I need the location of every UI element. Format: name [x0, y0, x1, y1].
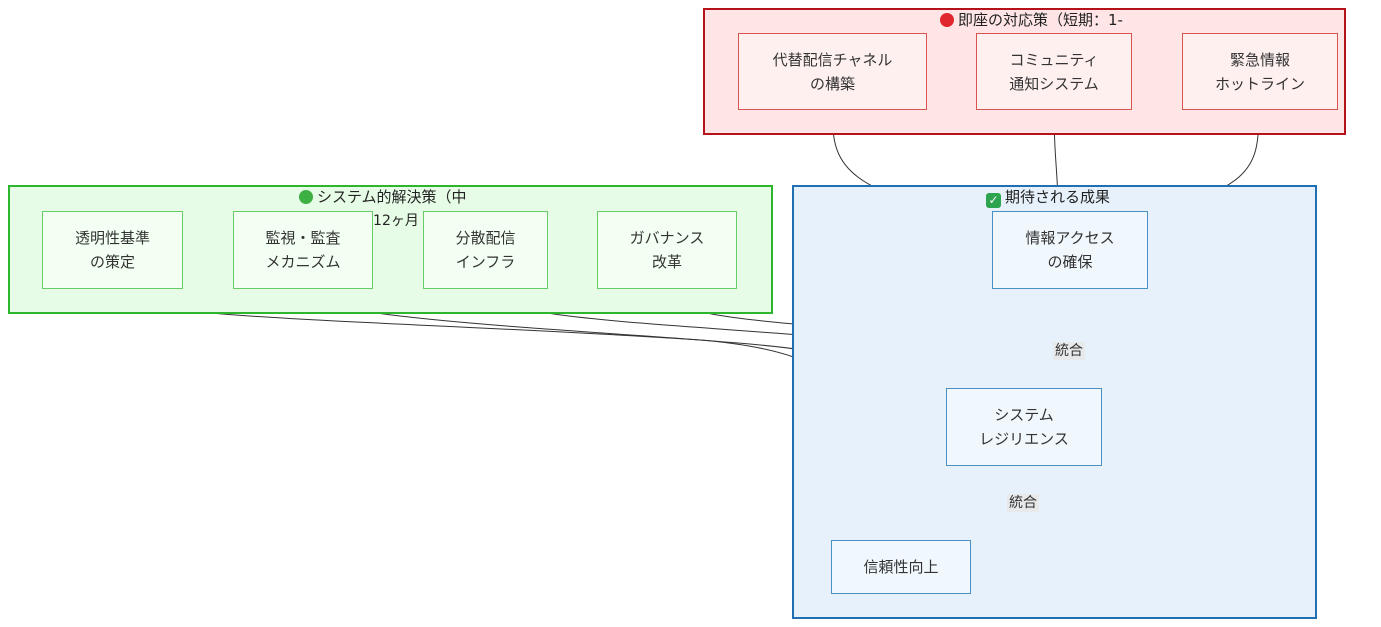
group-outcomes-title: ✓ 期待される成果: [986, 188, 1110, 208]
green-circle-icon: [299, 190, 313, 204]
node-governance-reform[interactable]: ガバナンス改革: [597, 211, 737, 289]
node-info-access[interactable]: 情報アクセスの確保: [992, 211, 1148, 289]
node-governance-line1: ガバナンス: [629, 229, 705, 247]
node-community-notify-line2: 通知システム: [1009, 74, 1099, 93]
group-immediate-title-text: 即座の対応策（短期：1-: [958, 11, 1123, 29]
node-transparency-standards[interactable]: 透明性基準の策定: [42, 211, 183, 289]
node-governance-line2: 改革: [651, 253, 682, 271]
node-resilience-line2: レジリエンス: [979, 430, 1069, 448]
node-distributed-line2: インフラ: [455, 253, 516, 271]
red-circle-icon: [940, 13, 954, 27]
node-community-notify[interactable]: コミュニティ通知システム: [976, 33, 1132, 110]
group-outcomes-title-text: 期待される成果: [1005, 188, 1111, 206]
node-emergency-hotline[interactable]: 緊急情報ホットライン: [1182, 33, 1338, 110]
check-mark-icon: ✓: [986, 193, 1001, 208]
edge-label-integration-1: 統合: [1053, 342, 1085, 360]
edge-transparency-to-trust: [111, 289, 879, 541]
node-trust-improvement[interactable]: 信頼性向上: [831, 540, 971, 594]
node-transparency-line1: 透明性基準: [74, 229, 150, 247]
node-info-access-line1: 情報アクセス: [1025, 229, 1115, 247]
node-trust-line1: 信頼性向上: [863, 558, 939, 576]
node-alt-channel-line1: 代替配信チャネル: [772, 50, 893, 69]
node-emergency-hotline-line1: 緊急情報: [1229, 50, 1290, 69]
node-transparency-line2: の策定: [89, 253, 135, 271]
group-systemic-subtitle: -12ヶ月: [368, 212, 419, 230]
node-system-resilience[interactable]: システムレジリエンス: [946, 388, 1102, 466]
node-monitoring-audit[interactable]: 監視・監査メカニズム: [233, 211, 373, 289]
node-community-notify-line1: コミュニティ: [1009, 50, 1099, 69]
node-alt-channel[interactable]: 代替配信チャネルの構築: [738, 33, 927, 110]
edge-label-integration-2: 統合: [1007, 494, 1039, 512]
node-alt-channel-line2: の構築: [809, 74, 855, 93]
group-systemic-title: システム的解決策（中: [299, 188, 467, 206]
group-systemic-subtitle-text: -12ヶ月: [368, 213, 419, 229]
node-monitoring-line2: メカニズム: [265, 253, 341, 271]
node-emergency-hotline-line2: ホットライン: [1214, 74, 1305, 93]
node-resilience-line1: システム: [994, 406, 1054, 424]
node-distributed-line1: 分散配信: [455, 229, 516, 247]
node-info-access-line2: の確保: [1047, 253, 1093, 271]
group-immediate-title: 即座の対応策（短期：1-: [940, 11, 1123, 29]
group-systemic-title-text: システム的解決策（中: [317, 188, 467, 206]
node-distributed-infra[interactable]: 分散配信インフラ: [423, 211, 548, 289]
node-monitoring-line1: 監視・監査: [265, 229, 341, 247]
